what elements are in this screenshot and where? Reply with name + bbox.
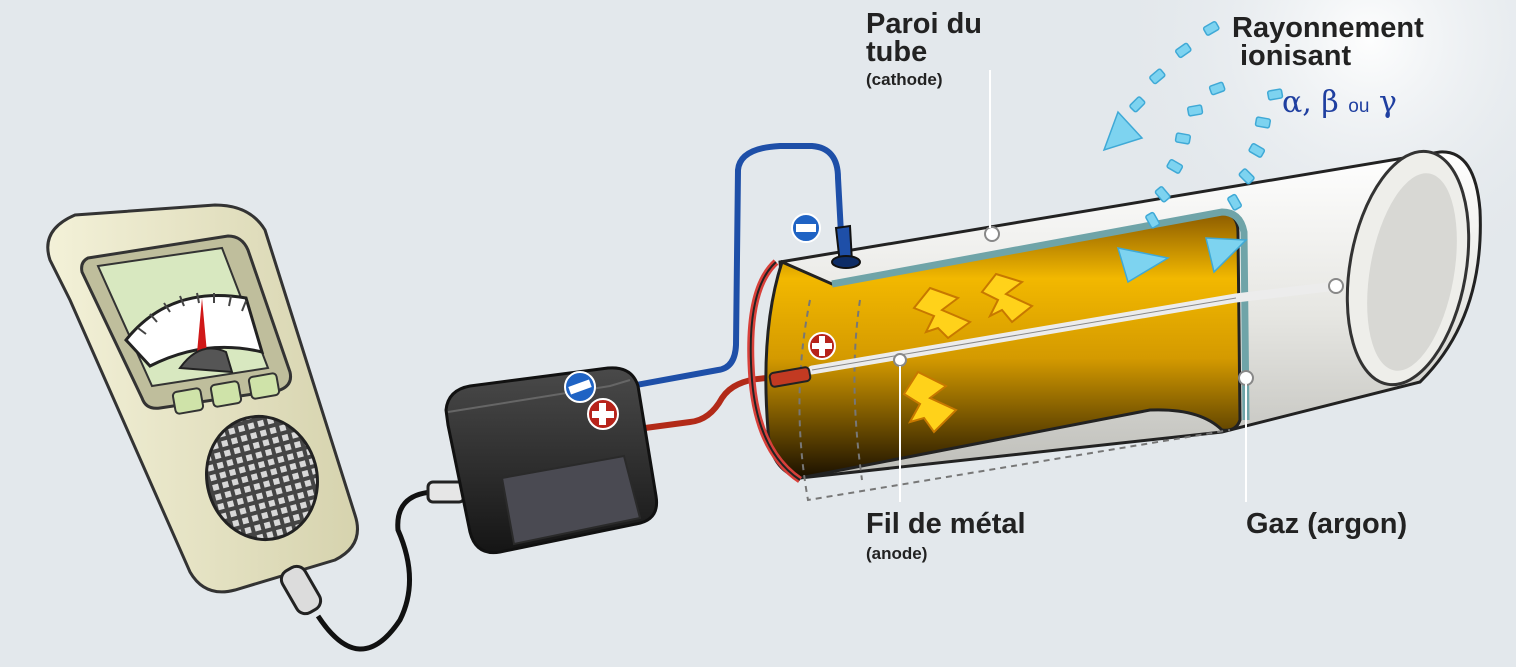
label-radiation-line2: ionisant xyxy=(1240,40,1352,72)
plus-terminal-icon xyxy=(587,398,619,430)
label-radiation-types: α, β ou γ xyxy=(1282,88,1397,118)
minus-terminal-icon xyxy=(564,371,596,403)
radiation-arrow-icon xyxy=(1116,81,1226,284)
handheld-meter xyxy=(46,203,359,616)
label-wire-sub: (anode) xyxy=(866,544,928,563)
label-tube-wall: Paroi du tube (cathode) xyxy=(866,8,983,89)
label-tube-wall-line2: tube xyxy=(866,36,928,68)
label-gas: Gaz (argon) xyxy=(1246,510,1407,539)
label-radiation: Rayonnement ionisant xyxy=(1232,14,1424,71)
label-radiation-line1: Rayonnement xyxy=(1232,12,1424,44)
meter-dial xyxy=(124,294,265,368)
box-input-plug xyxy=(426,480,466,504)
greek-ou: ou xyxy=(1348,96,1370,117)
speaker-grill xyxy=(205,414,319,542)
meter-button-1[interactable] xyxy=(171,387,205,415)
greek-gamma: γ xyxy=(1378,85,1397,120)
label-tube-wall-sub: (cathode) xyxy=(866,70,943,89)
label-wire-main: Fil de métal xyxy=(866,508,1026,540)
gas-chamber xyxy=(764,210,1242,480)
greek-beta: β xyxy=(1321,85,1339,120)
meter-cable-plug xyxy=(279,564,323,616)
meter-cable xyxy=(315,489,433,652)
meter-button-3[interactable] xyxy=(247,372,281,400)
lightning-icon xyxy=(980,272,1034,324)
meter-button-2[interactable] xyxy=(209,380,243,408)
label-wire: Fil de métal (anode) xyxy=(866,508,1026,563)
radiation-arrow-icon xyxy=(1102,21,1220,152)
greek-alpha: α xyxy=(1282,85,1303,120)
lightning-icon xyxy=(902,370,958,434)
label-tube-wall-line1: Paroi du xyxy=(866,8,983,40)
greek-comma: , xyxy=(1302,85,1312,120)
power-supply-box xyxy=(444,366,659,555)
label-gas-main: Gaz (argon) xyxy=(1246,508,1408,540)
geiger-tube xyxy=(747,149,1482,502)
meter-needle xyxy=(197,298,207,353)
minus-terminal-icon xyxy=(791,213,821,243)
radiation-arrow-icon xyxy=(1205,88,1284,274)
plus-terminal-icon xyxy=(808,332,836,360)
lightning-icon xyxy=(912,286,973,340)
cable-negative xyxy=(619,143,845,391)
